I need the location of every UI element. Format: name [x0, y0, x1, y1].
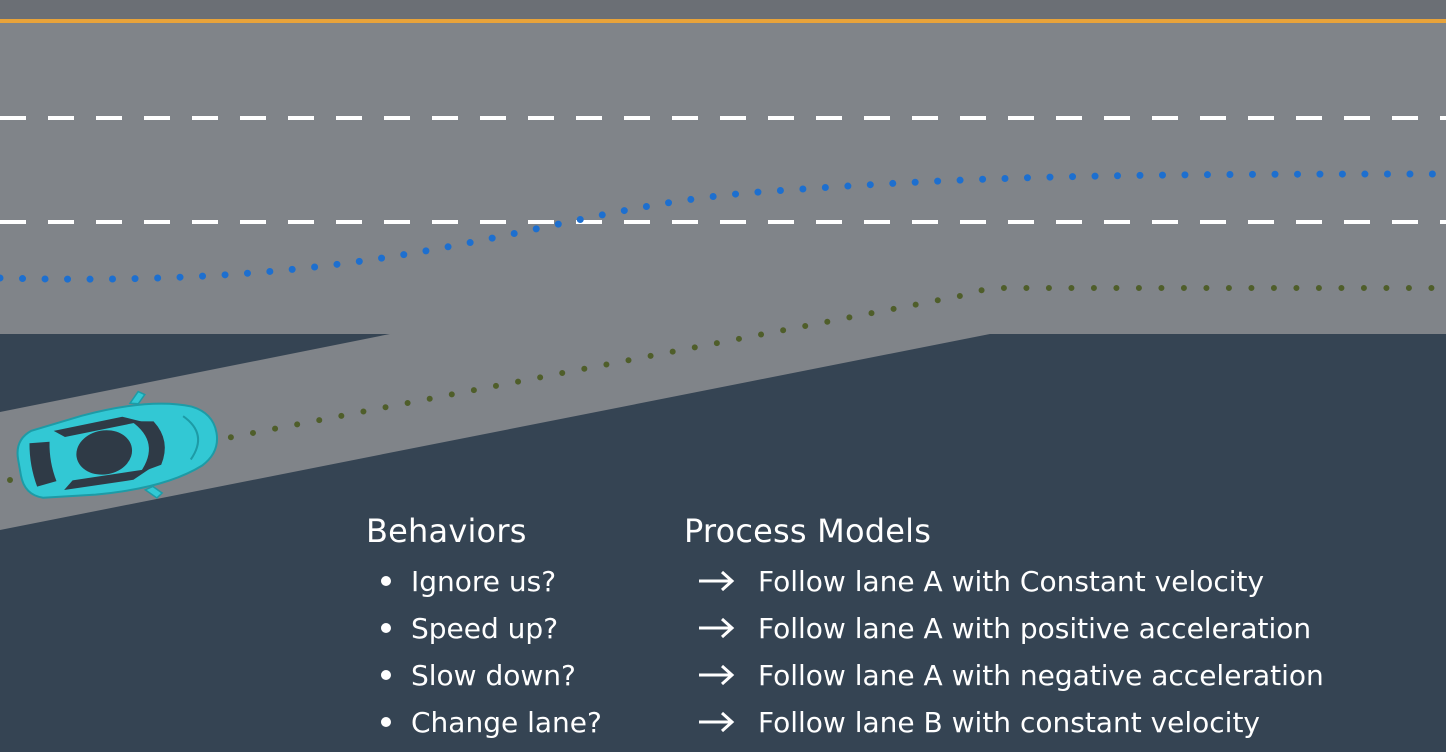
behavior-label: Speed up? — [411, 611, 559, 645]
behavior-item: Speed up? — [381, 608, 558, 648]
road-top-band — [0, 0, 1446, 22]
behavior-item: Slow down? — [381, 655, 576, 695]
main-road — [0, 22, 1446, 334]
process-models-title: Process Models — [684, 512, 932, 550]
bullet-icon — [381, 670, 391, 680]
process-model-item: Follow lane A with negative acceleration — [698, 655, 1324, 695]
on-ramp — [0, 332, 1000, 530]
green-trajectory — [7, 285, 1446, 483]
behavior-label: Change lane? — [411, 705, 602, 739]
process-model-label: Follow lane B with constant velocity — [758, 705, 1261, 739]
process-model-item: Follow lane B with constant velocity — [698, 702, 1260, 742]
arrow-right-icon — [699, 570, 735, 592]
process-model-label: Follow lane A with Constant velocity — [758, 564, 1265, 598]
behavior-item: Ignore us? — [381, 561, 556, 601]
bullet-icon — [381, 623, 391, 633]
bullet-icon — [381, 717, 391, 727]
arrow-right-icon — [699, 617, 735, 639]
process-model-label: Follow lane A with negative acceleration — [758, 658, 1324, 692]
behavior-label: Ignore us? — [411, 564, 557, 598]
behaviors-title: Behaviors — [366, 512, 527, 550]
arrow-right-icon — [699, 711, 735, 733]
process-model-item: Follow lane A with Constant velocity — [698, 561, 1264, 601]
road-edge-line — [0, 19, 1446, 23]
behavior-label: Slow down? — [411, 658, 576, 692]
arrow-right-icon — [699, 664, 735, 686]
behavior-item: Change lane? — [381, 702, 602, 742]
process-model-item: Follow lane A with positive acceleration — [698, 608, 1311, 648]
blue-trajectory — [0, 170, 1446, 283]
process-model-label: Follow lane A with positive acceleration — [758, 611, 1312, 645]
car-icon — [16, 390, 219, 499]
bullet-icon — [381, 576, 391, 586]
